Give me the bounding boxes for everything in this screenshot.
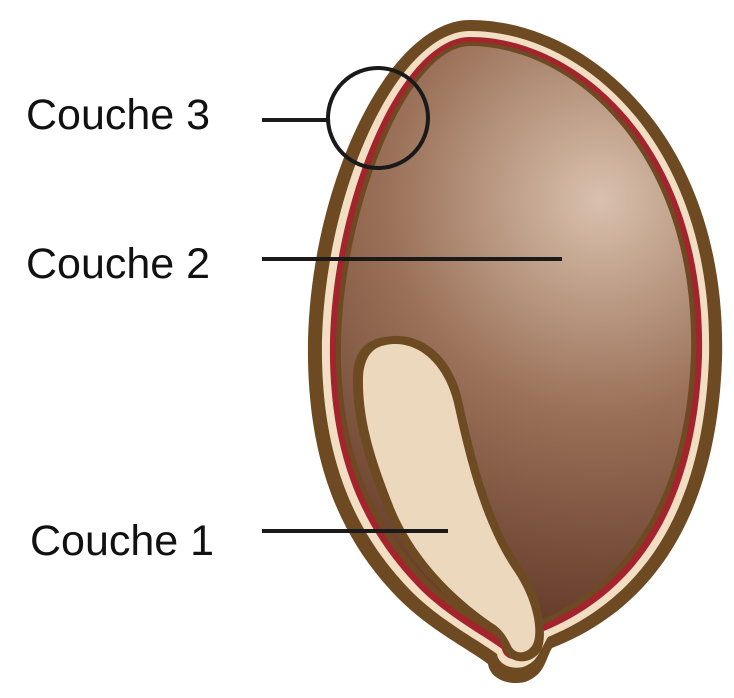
seed-icon: [308, 20, 722, 683]
label-couche-3: Couche 3: [26, 91, 210, 139]
label-couche-1: Couche 1: [30, 517, 214, 565]
label-couche-2: Couche 2: [26, 240, 210, 288]
